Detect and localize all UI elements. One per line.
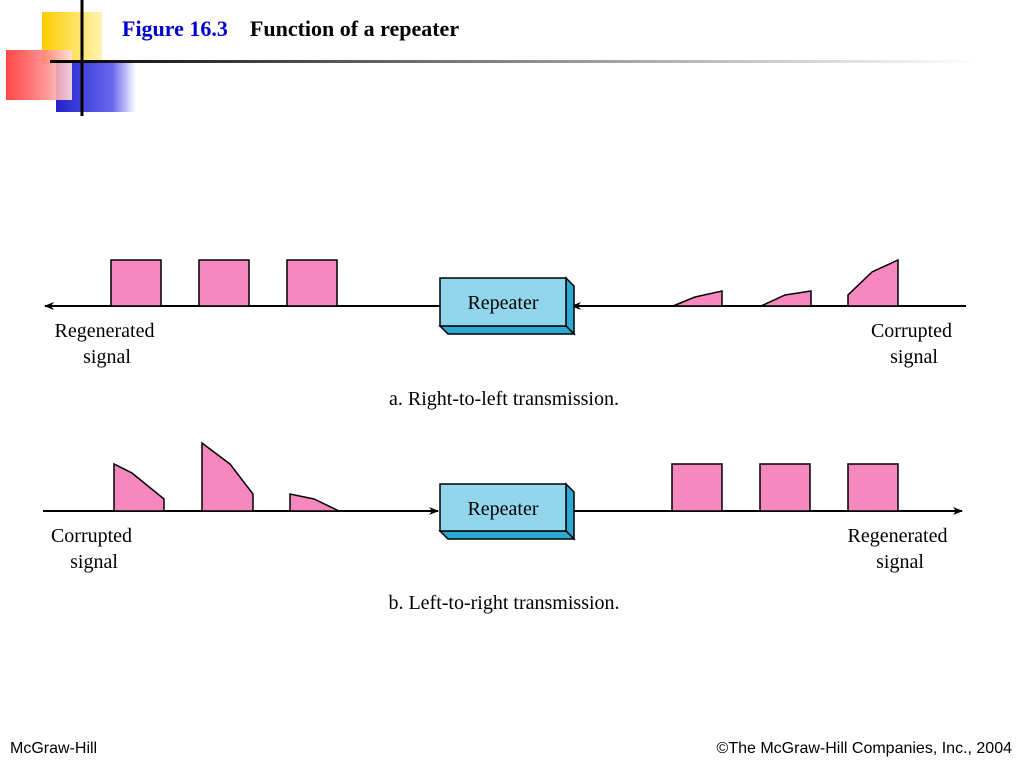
- corrupted-pulse: [113, 462, 165, 512]
- regenerated-signal-label: Regenerated signal: [848, 525, 953, 573]
- footer-copyright: ©The McGraw-Hill Companies, Inc., 2004: [716, 740, 1012, 757]
- corrupted-pulse: [672, 290, 723, 307]
- regenerated-pulse: [671, 463, 723, 512]
- regenerated-signal-label: Regenerated signal: [55, 320, 160, 368]
- slide-title: Figure 16.3 Function of a repeater: [122, 16, 459, 42]
- corrupted-pulse: [760, 290, 812, 307]
- caption-b: b. Left-to-right transmission.: [388, 592, 619, 614]
- caption-a: a. Right-to-left transmission.: [389, 388, 619, 410]
- corrupted-pulse: [847, 258, 899, 307]
- part-a: Repeater Regenerated signal Corrupted si…: [44, 258, 966, 410]
- footer-publisher: McGraw-Hill: [10, 740, 98, 757]
- corrupted-pulse: [201, 441, 254, 512]
- corrupted-signal-label: Corrupted signal: [871, 320, 957, 368]
- corrupted-signal-label: Corrupted signal: [51, 525, 137, 573]
- corrupted-pulse: [289, 493, 340, 512]
- regenerated-pulse: [286, 259, 338, 307]
- repeater-label: Repeater: [467, 292, 538, 314]
- figure-number: Figure 16.3: [122, 16, 228, 41]
- regenerated-pulse: [110, 259, 162, 307]
- regenerated-pulse: [759, 463, 811, 512]
- corner-decoration: [6, 0, 136, 116]
- repeater-box: Repeater: [438, 482, 576, 541]
- repeater-box: Repeater: [438, 276, 576, 336]
- title-rule: [50, 60, 980, 63]
- regenerated-pulse: [847, 463, 899, 512]
- repeater-label: Repeater: [467, 498, 538, 520]
- figure-title: Function of a repeater: [249, 16, 460, 41]
- regenerated-pulse: [198, 259, 250, 307]
- part-b: Repeater Corrupted signal Regenerated si…: [43, 441, 963, 614]
